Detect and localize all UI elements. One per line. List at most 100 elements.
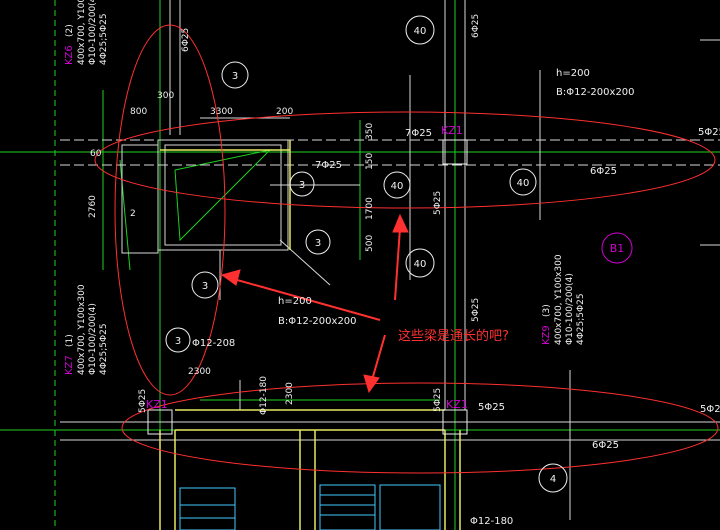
slab-rebar-mid: B:Φ12-200x200 <box>278 316 357 327</box>
slab-thickness-top: h=200 <box>556 68 590 79</box>
circle-label-3-bottom: 3 <box>175 336 181 347</box>
annotation-question: 这些梁是通长的吧? <box>398 328 509 344</box>
slab-rebar-top: B:Φ12-200x200 <box>556 87 635 98</box>
arrow-up-shaft <box>394 227 401 301</box>
dim-2: 2 <box>130 209 136 219</box>
label-kz1-bottom-right: KZ1 <box>446 398 468 411</box>
label-kz9-spec3: 4Φ25;5Φ25 <box>576 293 586 345</box>
circle-label-40-right: 40 <box>517 178 530 189</box>
circle-label-3-left: 3 <box>202 281 208 292</box>
rebar-6phi25-vert-right-text: 6Φ25 <box>471 14 481 38</box>
circle-b1 <box>601 232 633 264</box>
circle-40-mid <box>383 171 411 199</box>
circle-label-small: 3 <box>315 238 321 249</box>
circle-label-4-bottom: 4 <box>550 474 556 485</box>
label-kz6-spec2: Φ10-100/200(4 <box>88 0 98 65</box>
arrow-left-shaft <box>229 277 381 321</box>
circle-40-lower <box>405 248 435 278</box>
rebar-5phi25-vert-right-text: 5Φ25 <box>433 388 443 412</box>
stair-treads <box>179 484 441 530</box>
label-kz7-spec1: 400x700, Y100x300 <box>77 284 87 375</box>
rebar-5phi25-vert-mid: 5Φ25 <box>433 191 443 215</box>
rebar-6phi25-vert-top-text: 6Φ25 <box>181 28 191 52</box>
dim-3300: 3300 <box>210 107 233 117</box>
arrow-down-shaft <box>371 334 386 381</box>
ellipse-top-beam <box>94 111 716 209</box>
circle-label-3-mid: 3 <box>299 180 305 191</box>
dim-2760-text: 2760 <box>88 195 98 218</box>
circle-3-left <box>191 271 219 299</box>
column-kz1-bottom-left <box>147 409 173 435</box>
dim-500-text: 500 <box>365 235 375 252</box>
label-kz1-bottom-left: KZ1 <box>146 398 168 411</box>
rebar-6phi25-right: 6Φ25 <box>590 166 617 177</box>
rebar-6phi25-vert-top: 6Φ25 <box>181 28 191 52</box>
label-kz1-top: KZ1 <box>441 124 463 137</box>
circle-3-mid <box>289 171 315 197</box>
rebar-7phi25-top: 7Φ25 <box>405 128 432 139</box>
circle-7-mid <box>305 229 331 255</box>
shaft-inner-rect <box>164 144 282 246</box>
rebar-6phi25-vert-right: 6Φ25 <box>471 14 481 38</box>
dim-150-vert: 150 <box>365 153 375 170</box>
label-kz9-spec1: 400x700, Y100x300 <box>554 254 564 345</box>
dim-300: 300 <box>157 91 174 101</box>
label-kz6-spec1: 400x700, Y100x <box>77 0 87 65</box>
label-kz6-num: (2) <box>65 24 75 37</box>
dim-2760-vert: 2760 <box>88 195 98 218</box>
arrow-down-head <box>363 374 380 394</box>
circle-label-40-top: 40 <box>414 26 427 37</box>
red-arrows <box>220 213 409 394</box>
dim-500-vert: 500 <box>365 235 375 252</box>
callout-circles <box>165 15 633 493</box>
ellipse-bottom-beam <box>121 382 719 474</box>
stair-right <box>379 484 441 530</box>
circle-label-40-mid: 40 <box>391 181 404 192</box>
rebar-5phi25-vert-lower: 5Φ25 <box>471 298 481 322</box>
rebar-5phi25-vert-lower-text: 5Φ25 <box>471 298 481 322</box>
rebar-phi12-180-bottom: Φ12-180 <box>470 516 513 527</box>
circle-40-top <box>405 15 435 45</box>
label-kz9: KZ9 <box>541 325 552 345</box>
arrow-left-head <box>220 269 241 286</box>
structural-lines <box>60 0 720 520</box>
stair-left <box>179 487 236 530</box>
rebar-5phi25-vert-left: 5Φ25 <box>138 389 148 413</box>
column-kz1-top <box>442 139 468 165</box>
kz9-block: KZ9 (3) 400x700, Y100x300 Φ10-100/200(4)… <box>541 254 586 345</box>
dim-2300-vert: 2300 <box>285 382 295 405</box>
slab-thickness-mid: h=200 <box>278 296 312 307</box>
yellow-walls <box>159 140 461 530</box>
rebar-5phi25-bottom-mid: 5Φ25 <box>478 402 505 413</box>
rebar-phi12-180-vert: Φ12-180 <box>259 376 269 415</box>
rebar-5phi25-right-top: 5Φ25 <box>698 127 720 138</box>
kz6-block: KZ6 (2) 400x700, Y100x Φ10-100/200(4 4Φ2… <box>64 0 109 65</box>
kz7-block: KZ7 (1) 400x700, Y100x300 Φ10-100/200(4)… <box>64 284 109 375</box>
rebar-5phi25-vert-right: 5Φ25 <box>433 388 443 412</box>
label-kz7: KZ7 <box>64 355 75 375</box>
rebar-5phi25-right-bottom: 5Φ2 <box>700 404 720 415</box>
dim-350-vert: 350 <box>365 123 375 140</box>
column-kz1-bottom-right <box>442 409 468 435</box>
circle-label-40-lower: 40 <box>414 259 427 270</box>
rebar-5phi25-vert-left-text: 5Φ25 <box>138 389 148 413</box>
label-b1: B1 <box>610 242 625 255</box>
dim-150-text: 150 <box>365 153 375 170</box>
label-kz9-spec2: Φ10-100/200(4) <box>565 273 575 345</box>
circle-40-right <box>509 168 537 196</box>
dim-1700-text: 1700 <box>365 197 375 220</box>
ellipse-left-beam <box>114 24 226 396</box>
dim-2300-horiz: 2300 <box>188 367 211 377</box>
dim-1700-vert: 1700 <box>365 197 375 220</box>
label-kz7-spec2: Φ10-100/200(4) <box>88 303 98 375</box>
circle-4-bottom <box>538 463 568 493</box>
red-ellipses <box>94 24 719 474</box>
label-kz6-spec3: 4Φ25;5Φ25 <box>99 13 109 65</box>
rebar-phi12-208: Φ12-208 <box>192 338 235 349</box>
rebar-phi12-180-text: Φ12-180 <box>259 376 269 415</box>
columns <box>147 139 468 435</box>
dim-800: 800 <box>130 107 147 117</box>
dim-diag <box>279 239 331 286</box>
